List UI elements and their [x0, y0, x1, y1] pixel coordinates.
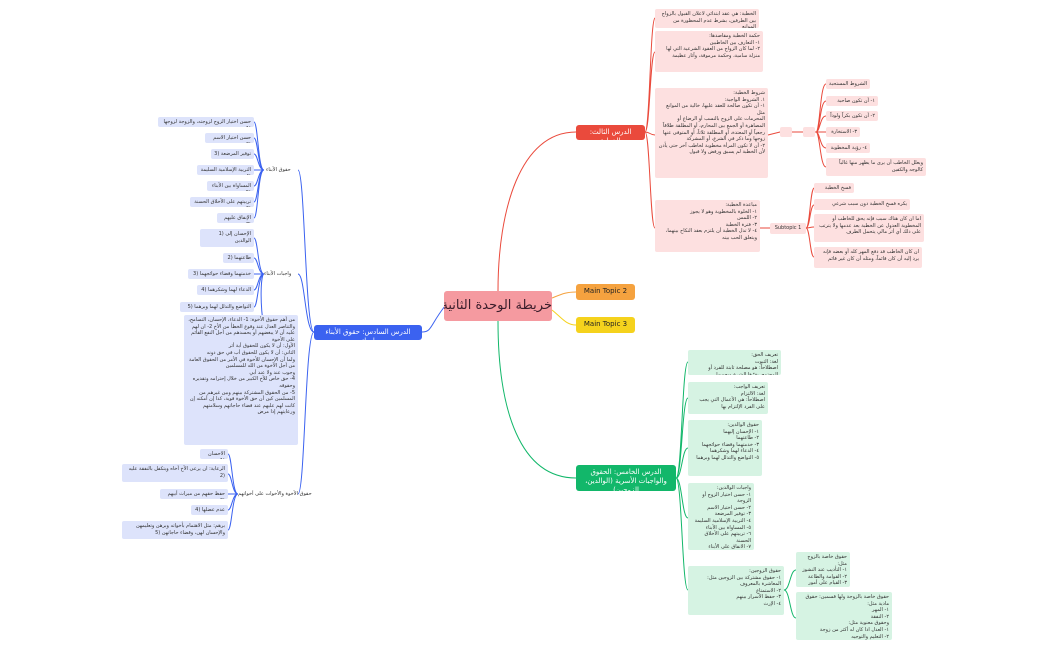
engagement-conditions[interactable]: شروط الخطبة: ١. الشروط الواجبة: ١- أن تك…	[655, 88, 768, 178]
children-right-5[interactable]: المساواة بين الأبناء (5	[207, 181, 254, 191]
branch-t3	[644, 17, 656, 229]
branch-ikhwa	[227, 453, 239, 531]
sibling-right-1[interactable]: الاحسان (1	[200, 449, 228, 459]
condition-religion[interactable]: ١- أن تكون صاحبة دين	[826, 96, 878, 106]
duty-definition[interactable]: تعريف الواجب: لغة: الالتزام اصطلاحاً: هي…	[688, 382, 768, 414]
spouses-rights[interactable]: حقوق الزوجين: ١- حقوق مشتركة بين الزوجين…	[688, 566, 784, 615]
conditions-connector-2	[803, 127, 815, 137]
link-center-main3	[551, 309, 577, 326]
condition-istikhara[interactable]: ٣- الاستخارة	[826, 127, 860, 137]
children-duty-5[interactable]: التواضع والتذلل لهما وبرهما (5	[180, 302, 254, 312]
siblings-rights-note[interactable]: من أهم حقوق الأخوة: 1- الدعاء، الإحسان، …	[184, 315, 298, 445]
link-center-t3	[497, 131, 577, 292]
condition-seeing[interactable]: ٤- رؤية المخطوبة	[826, 143, 870, 153]
children-right-1[interactable]: حسن اختيار الزوج لزوجته، والزوجة لزوجها …	[158, 117, 254, 127]
branch-wajibat	[253, 237, 299, 381]
engagement-definition[interactable]: الخطبة: هي عقد ابتدائي لاعلان القبول بال…	[655, 9, 759, 28]
link-center-t5	[497, 320, 577, 479]
topic-lesson3-engagement[interactable]: الدرس الثالث: الخطبة	[576, 125, 645, 140]
children-duty-4[interactable]: الدعاء لهما وشكرهما (4	[197, 285, 254, 295]
sibling-right-3[interactable]: حفظ حقهم من ميراث أبيهم (3	[160, 489, 228, 499]
condition-recommended[interactable]: الشروط المستحبة	[826, 79, 870, 89]
branch-huquq	[253, 121, 265, 219]
subtopic-1[interactable]: Subtopic 1	[770, 223, 806, 234]
children-right-7[interactable]: الإنفاق عليهم (7	[217, 213, 254, 223]
parents-rights[interactable]: حقوق الوالدين: ١- الإحسان إليهما ٢- طاعت…	[688, 420, 762, 476]
topic-lesson5-rights[interactable]: الدرس الخامس: الحقوق والواجبات الأسرية (…	[576, 465, 676, 491]
children-rights-label[interactable]: حقوق الأبناء	[266, 167, 291, 173]
wife-rights[interactable]: حقوق خاصة بالزوجة ولها قسمين: حقوق مادية…	[796, 592, 892, 640]
husband-rights[interactable]: حقوق خاصة بالزوج مثل: ١- التأديب عند الن…	[796, 552, 850, 587]
engagement-prohibitions[interactable]: مباعدة الخطبة: ١- الخلوة بالمخطوبة وهو ل…	[655, 200, 760, 252]
children-duty-2[interactable]: طاعتهما (2	[223, 253, 254, 263]
branch-t6	[297, 169, 315, 495]
children-right-4[interactable]: التربية الإسلامية السليمة (4	[197, 165, 254, 175]
children-right-2[interactable]: حسن اختيار الاسم (2	[205, 133, 254, 143]
parents-duties[interactable]: واجبات الوالدين: ١- حسن اختيار الزوج أو …	[688, 483, 754, 550]
topic-lesson6-children[interactable]: الدرس السادس: حقوق الأبناء وواجباتهم	[314, 325, 422, 340]
topic-main-3[interactable]: Main Topic 3	[576, 317, 635, 333]
sibling-right-5[interactable]: برهم: مثل الاهتمام بأخواته وبرهن وتعليمه…	[122, 521, 228, 539]
central-topic[interactable]: خريطة الوحدة الثانية	[444, 291, 552, 321]
children-right-3[interactable]: توفير المرضعة (3	[211, 149, 254, 159]
topic-main-2[interactable]: Main Topic 2	[576, 284, 635, 300]
branch-t3-sub	[767, 83, 827, 168]
children-right-6[interactable]: تربيتهم على الأخلاق الحسنة (6	[190, 197, 254, 207]
sibling-right-2[interactable]: الرعاية: ان يرعى الأخ أخاه ويتكفل بالنفق…	[122, 464, 228, 482]
children-duties-label[interactable]: واجبات الأبناء	[264, 271, 292, 277]
condition-seeing-note[interactable]: ويعلل الخاطب أن يرى ما يظهر منها غالباً …	[826, 158, 926, 176]
link-center-t6	[421, 305, 446, 333]
sibling-right-4[interactable]: عدم عضلها (4	[191, 505, 228, 515]
engagement-wisdom[interactable]: حكمة الخطبة ومقاصدها: ١- التعارف بين الخ…	[655, 31, 763, 72]
condition-virgin[interactable]: ٢- أن تكون بكراً ولوداً	[826, 111, 878, 121]
right-definition[interactable]: تعريف الحق: لغة: الثبوت اصطلاحاً: هو مصل…	[688, 350, 781, 375]
children-duty-1[interactable]: الإحسان إلى (1 الوالدين	[200, 229, 254, 247]
link-center-main2	[551, 291, 577, 299]
dissolution-dowry[interactable]: ان كان الخاطب قد دفع المهر كله أو بعضه ف…	[814, 247, 922, 268]
dissolution-title[interactable]: فسخ الخطبة	[814, 183, 854, 193]
dissolution-reason[interactable]: اما ان كان هناك سبب فإنه يحق للخاطب أو ا…	[814, 214, 924, 242]
dissolution-disliked[interactable]: يكره فسخ الخطبة دون سبب شرعي	[814, 199, 910, 210]
children-duty-3[interactable]: خدمتهما وقضاء حوائجهما (3	[188, 269, 254, 279]
conditions-connector	[780, 127, 792, 137]
branch-t3-sub1	[760, 187, 815, 258]
siblings-rights-label[interactable]: حقوق الأخوة والأخوات على أخواتهم	[238, 491, 312, 497]
branch-t5	[675, 361, 797, 619]
